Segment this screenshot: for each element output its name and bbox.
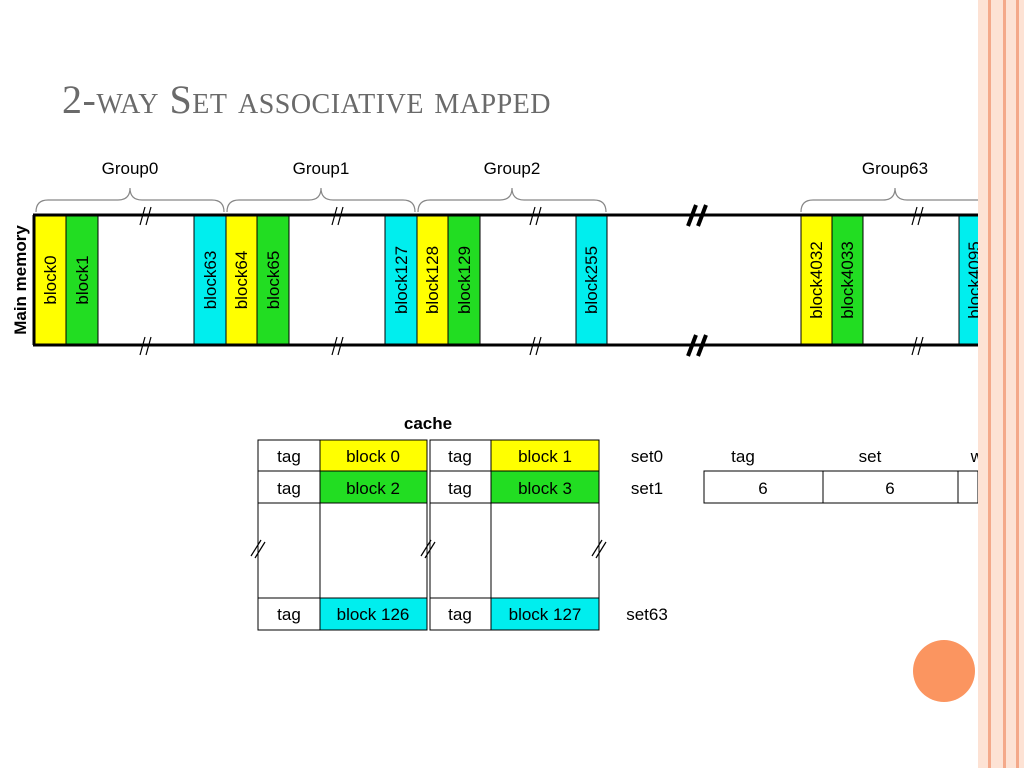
cache-block-cell — [319, 502, 428, 599]
cache-tag-text: tag — [448, 447, 472, 466]
block-label-128: block128 — [423, 246, 442, 314]
cache-set-label: set1 — [631, 479, 663, 498]
border-stripe — [1016, 0, 1019, 768]
cache-tag-cell — [429, 439, 492, 472]
block-label-4095: block4095 — [965, 241, 978, 319]
big-break-marks — [686, 204, 708, 357]
border-stripe — [1003, 0, 1006, 768]
cache-tag-text: tag — [448, 479, 472, 498]
main-memory-outline — [32, 213, 978, 347]
cache-block-cell — [319, 597, 428, 631]
address-field-name-tag: tag — [731, 447, 755, 466]
right-border-decoration — [978, 0, 1024, 768]
cache-block-cell — [490, 597, 600, 631]
address-format-box — [703, 470, 978, 504]
cache-tag-text: tag — [277, 447, 301, 466]
address-field-name-set: set — [859, 447, 882, 466]
cache-block-text: block 0 — [346, 447, 400, 466]
cache-set-label: set0 — [631, 447, 663, 466]
cache-block-text: block 127 — [509, 605, 582, 624]
block-cell-63 — [193, 215, 227, 345]
block-label-0: block0 — [41, 255, 60, 304]
block-label-4032: block4032 — [807, 241, 826, 319]
block-cell-255 — [575, 215, 608, 345]
break-marks — [139, 206, 924, 356]
cache-block-text: block 1 — [518, 447, 572, 466]
block-label-127: block127 — [392, 246, 411, 314]
cache-tag-cell — [429, 502, 492, 599]
main-memory-label: Main memory — [11, 225, 30, 335]
group-label-63: Group63 — [862, 159, 928, 178]
cache-tag-cell — [257, 502, 321, 599]
border-stripe — [988, 0, 991, 768]
block-label-4033: block4033 — [838, 241, 857, 319]
memory-mapping-diagram: Main memory Group0 Group1 Group2 Group63… — [11, 159, 978, 631]
block-cell-0 — [34, 215, 67, 345]
cache-tag-text: tag — [448, 605, 472, 624]
cache-block-cell — [319, 439, 428, 472]
decorative-circle — [913, 640, 975, 702]
block-label-1: block1 — [73, 255, 92, 304]
address-field-bits-tag: 6 — [758, 479, 767, 498]
block-cell-129 — [447, 215, 481, 345]
address-field-bits-set: 6 — [885, 479, 894, 498]
address-field-name-word: word — [970, 447, 978, 466]
cache-tag-cell — [257, 597, 321, 631]
slide-title: 2-way Set associative mapped — [62, 77, 552, 122]
group-braces — [35, 187, 978, 213]
cache-tag-cell — [257, 470, 321, 504]
group-label-0: Group0 — [102, 159, 159, 178]
cache-block-text: block 3 — [518, 479, 572, 498]
cache-set-label: set63 — [626, 605, 668, 624]
cache-block-text: block 126 — [337, 605, 410, 624]
cache-title: cache — [404, 414, 452, 433]
cache-tag-text: tag — [277, 605, 301, 624]
cache-break-marks — [250, 539, 607, 559]
cache-block-cell — [490, 502, 600, 599]
block-label-63: block63 — [201, 251, 220, 310]
block-label-65: block65 — [264, 251, 283, 310]
cache-tag-text: tag — [277, 479, 301, 498]
cache-block-text: block 2 — [346, 479, 400, 498]
group-label-2: Group2 — [484, 159, 541, 178]
block-label-129: block129 — [455, 246, 474, 314]
block-label-255: block255 — [582, 246, 601, 314]
block-label-64: block64 — [232, 251, 251, 310]
group-label-1: Group1 — [293, 159, 350, 178]
cache-tag-cell — [257, 439, 321, 472]
